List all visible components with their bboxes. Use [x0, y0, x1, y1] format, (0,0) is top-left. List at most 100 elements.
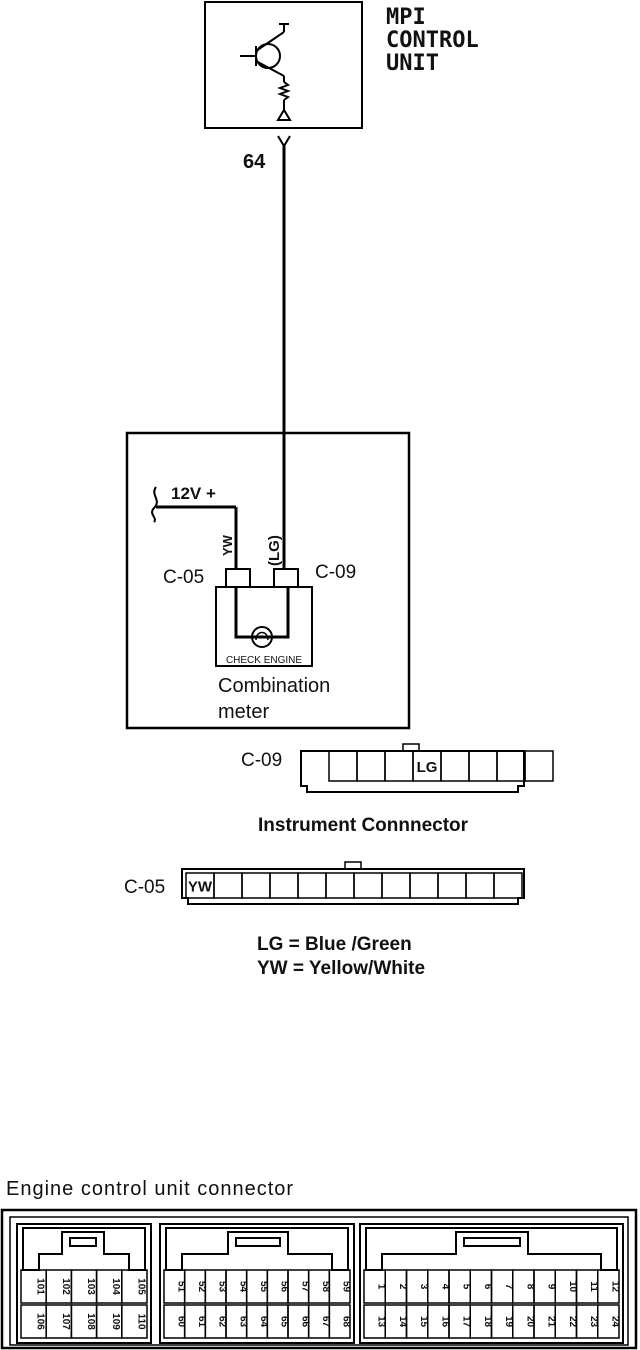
ecu-block-key [165, 1227, 349, 1271]
ecu-pin-label: 58 [320, 1281, 331, 1293]
ecu-pin-label: 16 [439, 1316, 450, 1328]
ecu-pin-label: 2 [397, 1284, 408, 1290]
c05-cell [381, 872, 411, 899]
c09-cell [468, 750, 498, 782]
ecu-pin-label: 13 [376, 1316, 387, 1328]
c09-cell [496, 750, 526, 782]
c05-cell [269, 872, 299, 899]
ecu-pin-label: 51 [175, 1281, 186, 1293]
ecu-pin-label: 15 [418, 1316, 429, 1328]
instrument-connector-title: Instrument Connnector [258, 815, 469, 836]
c05-latch [344, 861, 362, 870]
ecu-pin-label: 17 [461, 1316, 472, 1328]
lamp-label: CHECK ENGINE [226, 655, 302, 666]
ecu-pin-label: 68 [341, 1316, 352, 1328]
ecu-pin-label: 12 [609, 1281, 620, 1293]
ecu-pin-label: 11 [588, 1281, 599, 1292]
ecu-pin-label: 3 [418, 1284, 429, 1290]
ecu-inner-frame [9, 1216, 629, 1346]
ecu-pin-label: 107 [60, 1313, 71, 1330]
conn-left-label: C-05 [163, 567, 204, 588]
c09-cell [328, 750, 358, 782]
conn-right-label: C-09 [315, 562, 356, 583]
ecu-pin-label: 4 [439, 1284, 450, 1290]
ecu-pin-label: 10 [567, 1281, 578, 1293]
ecu-pin-label: 65 [279, 1316, 290, 1328]
supply-wave-icon [151, 486, 158, 523]
mpi-label-line-3: UNIT [386, 51, 439, 76]
ecu-block-outline [16, 1223, 152, 1344]
ecu-pin-cell [328, 1269, 351, 1304]
ecu-pin-cell [121, 1269, 148, 1304]
c09-latch [402, 743, 420, 752]
ecu-outer-frame [0, 1208, 638, 1350]
ecu-pin-label: 106 [35, 1313, 46, 1330]
ecu-block-key [22, 1227, 146, 1271]
instrument-connector-c09: C-09 LG [241, 743, 554, 793]
ecu-block-outline [159, 1223, 355, 1344]
c05-cell [297, 872, 327, 899]
ecu-pin-label: 1 [376, 1284, 387, 1290]
mpi-label-line-2: CONTROL [386, 28, 479, 53]
ecu-pin-label: 66 [299, 1316, 310, 1328]
ecu-pin-label: 102 [60, 1278, 71, 1295]
ecu-pin-label: 67 [320, 1316, 331, 1328]
combination-meter: 12V + YW (LG) C-05 C-09 CHECK ENGINE Com… [125, 431, 411, 730]
ecu-pin-label: 18 [482, 1316, 493, 1328]
meter-label-line-1: Combination [218, 675, 330, 697]
conn-c09-pin [273, 568, 299, 588]
ecu-pin-label: 57 [299, 1281, 310, 1293]
ecu-pin-label: 60 [175, 1316, 186, 1328]
ecu-pin-label: 105 [135, 1278, 146, 1295]
mpi-pin-label: 64 [243, 151, 266, 173]
c05-cell [213, 872, 243, 899]
c05-cell [353, 872, 383, 899]
ecu-block-outline [359, 1223, 624, 1344]
ecu-pin-cell [328, 1304, 351, 1339]
ecu-pin-label: 6 [482, 1284, 493, 1290]
ecu-pin-label: 55 [258, 1281, 269, 1293]
ecu-pin-label: 9 [546, 1284, 557, 1290]
ecu-pin-label: 104 [110, 1278, 121, 1295]
ecu-pin-label: 61 [196, 1316, 207, 1328]
c05-label: C-05 [124, 877, 165, 898]
ecu-pin-cell [597, 1304, 620, 1339]
c09-cell [440, 750, 470, 782]
ecu-title: Engine control unit connector [6, 1178, 294, 1200]
ecu-latch-icon [235, 1237, 281, 1247]
ecu-pin-label: 23 [588, 1316, 599, 1328]
ecu-pin-label: 56 [279, 1281, 290, 1293]
ecu-pin-label: 53 [217, 1281, 228, 1293]
c09-label: C-09 [241, 750, 282, 771]
c09-cell [524, 750, 554, 782]
ecu-pin-label: 5 [461, 1284, 472, 1290]
transistor-icon [240, 23, 292, 121]
c05-cell-label: YW [188, 879, 213, 896]
ecu-pin-label: 64 [258, 1316, 269, 1328]
mpi-label-line-1: MPI [386, 5, 426, 30]
mpi-control-unit: MPI CONTROL UNIT 64 [204, 1, 479, 173]
ecu-pin-label: 108 [85, 1313, 96, 1330]
bulb-icon [251, 626, 273, 648]
c09-outline [300, 750, 525, 793]
ecu-pin-label: 103 [85, 1278, 96, 1295]
lamp-box [215, 586, 313, 667]
ecu-pin-label: 62 [217, 1316, 228, 1328]
c05-cell [325, 872, 355, 899]
ecu-pin-label: 20 [524, 1316, 535, 1328]
pin-terminal-icon [277, 135, 291, 148]
supply-label: 12V + [171, 484, 216, 503]
wire-yw-label: YW [220, 534, 235, 556]
meter-label-line-2: meter [218, 701, 269, 723]
c09-cell [384, 750, 414, 782]
c05-cell [241, 872, 271, 899]
wire-lg-label: (LG) [266, 535, 283, 566]
conn-c05-pin [225, 568, 251, 588]
c05-cell [465, 872, 495, 899]
c05-outline [181, 868, 525, 905]
ecu-pin-label: 22 [567, 1316, 578, 1328]
